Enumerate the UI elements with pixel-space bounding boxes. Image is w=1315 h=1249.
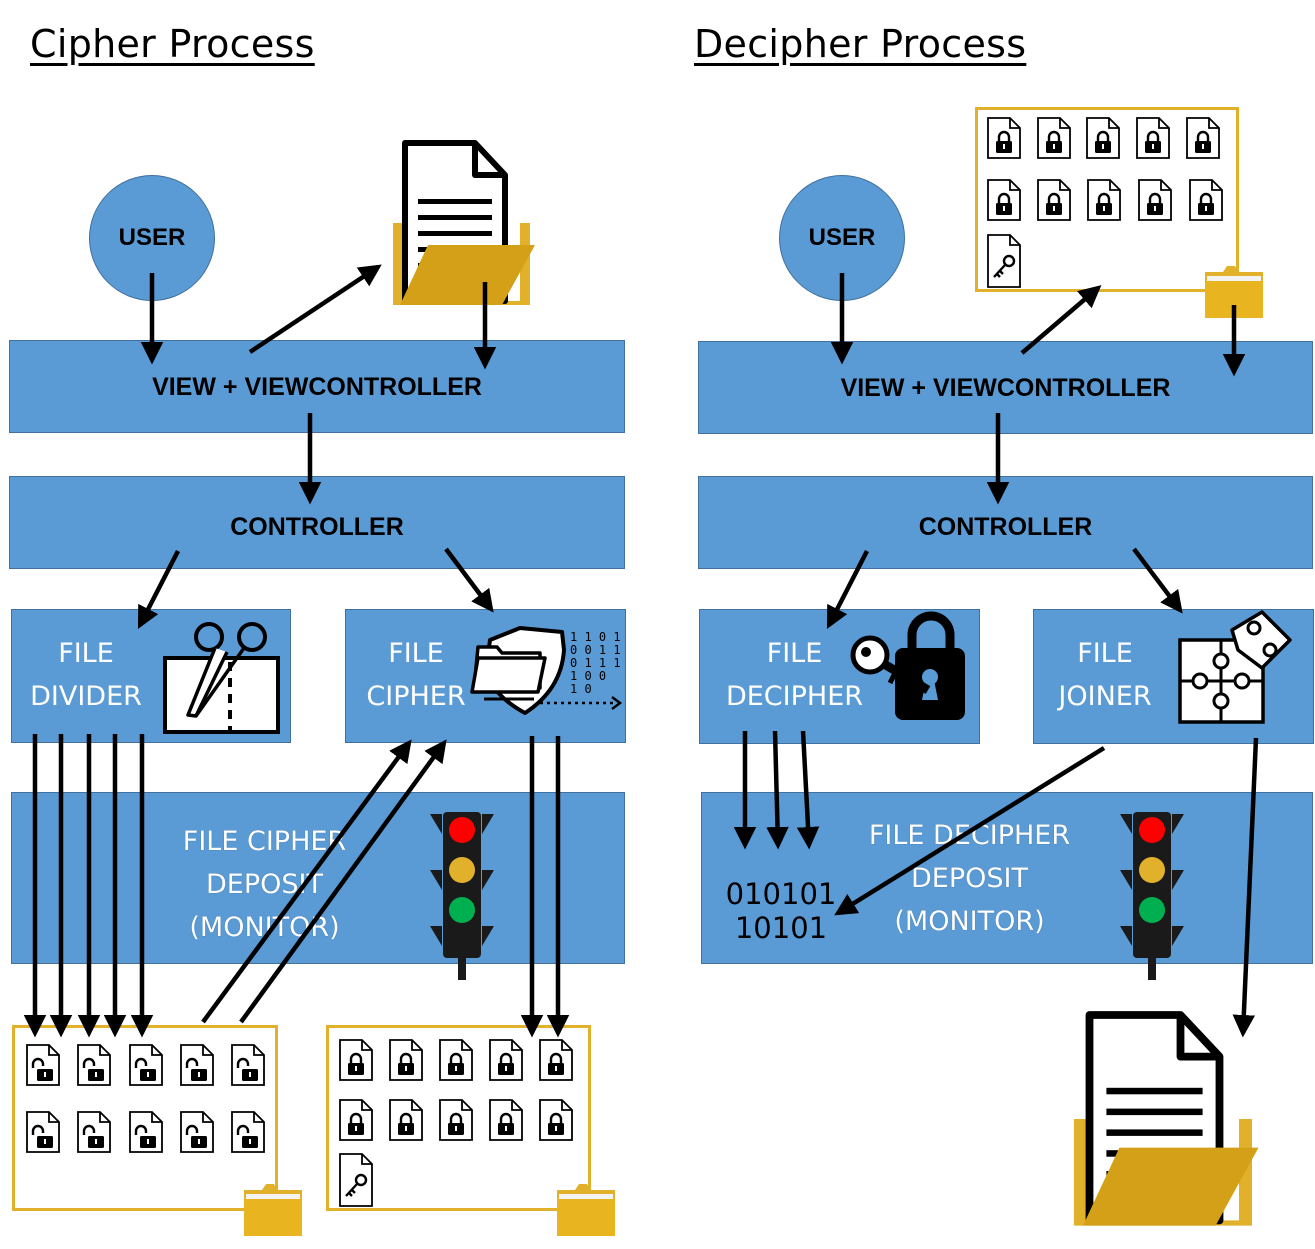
unlock-file-icon — [128, 1043, 164, 1087]
arrow-files-to-cipher-2 — [239, 739, 447, 1024]
unlock-file-icon — [25, 1043, 61, 1087]
decipher-monitor-line3: (MONITOR) — [894, 906, 1045, 937]
lock-file-icon — [1086, 178, 1122, 222]
decipher-view-bar: VIEW + VIEWCONTROLLER — [698, 341, 1313, 434]
file-divider-label: FILE DIVIDER — [14, 632, 158, 718]
lock-file-icon — [538, 1098, 574, 1142]
binary-icon-row5: 1 0 — [570, 682, 592, 696]
ciphered-files-icons — [338, 1038, 574, 1208]
lock-file-icon — [1185, 116, 1221, 160]
arrow-files-to-cipher-1 — [201, 739, 412, 1024]
scissors-icon — [163, 622, 280, 734]
lock-file-icon — [986, 178, 1022, 222]
cipher-view-label: VIEW + VIEWCONTROLLER — [152, 373, 482, 401]
file-divider-line1: FILE — [58, 638, 114, 669]
lock-file-icon — [388, 1098, 424, 1142]
key-file-icon — [986, 233, 1022, 289]
key-file-icon — [338, 1152, 374, 1208]
file-decipher-module: FILE DECIPHER — [699, 609, 980, 744]
unlock-file-icon — [25, 1110, 61, 1154]
unlock-file-icon — [128, 1110, 164, 1154]
cipher-monitor-line1: FILE CIPHER — [182, 826, 347, 857]
unlock-file-icon — [230, 1043, 266, 1087]
lock-file-icon — [1188, 178, 1224, 222]
file-decipher-line1: FILE — [766, 638, 823, 669]
binary-icon-row2: 0 0 1 1 — [570, 643, 621, 657]
arrow-controller-to-joiner — [1132, 547, 1183, 614]
decipher-controller-label: CONTROLLER — [918, 513, 1093, 541]
arrow-view-to-file — [248, 264, 382, 354]
binary-data: 010101 10101 — [722, 877, 840, 945]
unlock-file-icon — [76, 1043, 112, 1087]
cipher-controller-label: CONTROLLER — [230, 513, 404, 541]
arrow-decipher-down-3 — [796, 730, 820, 850]
file-cipher-label: FILE CIPHER — [356, 632, 476, 718]
unlock-file-icon — [179, 1110, 215, 1154]
decipher-monitor-bar: FILE DECIPHER DEPOSIT (MONITOR) 010101 1… — [701, 792, 1313, 964]
cipher-view-bar: VIEW + VIEWCONTROLLER — [9, 340, 625, 433]
decipher-view-label: VIEW + VIEWCONTROLLER — [840, 374, 1171, 402]
arrow-joiner-to-binary — [834, 746, 1106, 916]
lock-file-icon — [488, 1098, 524, 1142]
binary-icon-row1: 1 1 0 1 — [570, 630, 621, 644]
key-lock-icon — [850, 611, 965, 720]
lock-file-icon — [388, 1038, 424, 1082]
lock-file-icon — [1036, 116, 1072, 160]
file-decipher-line2: DECIPHER — [725, 681, 864, 712]
arrow-controller-to-divider — [137, 549, 181, 630]
file-joiner-line1: FILE — [1077, 638, 1133, 669]
decipher-monitor-label: FILE DECIPHER DEPOSIT (MONITOR) — [852, 814, 1087, 943]
ciphered-folder-icon — [557, 1184, 615, 1236]
binary-icon-row4: 1 0 0 — [570, 669, 606, 683]
decipher-user-label: USER — [808, 224, 876, 251]
unlock-file-icon — [230, 1110, 266, 1154]
binary-line2: 10101 — [734, 911, 828, 945]
divided-folder-icon — [244, 1184, 302, 1236]
file-cipher-line1: FILE — [388, 638, 444, 669]
binary-icon-row3: 0 1 1 1 — [570, 656, 621, 670]
binary-line1: 010101 — [725, 877, 837, 911]
decipher-traffic-light-icon — [1120, 812, 1184, 980]
lock-file-icon — [338, 1038, 374, 1082]
decipher-monitor-line2: DEPOSIT — [911, 863, 1028, 894]
cipher-arrows — [23, 264, 570, 1038]
cipher-user-label: USER — [118, 224, 186, 251]
lock-file-icon — [1036, 178, 1072, 222]
lock-file-icon — [338, 1098, 374, 1142]
cipher-title: Cipher Process — [30, 22, 315, 66]
output-file-icon — [1074, 1015, 1259, 1226]
arrow-controller-to-decipher — [826, 549, 870, 630]
arrow-joiner-to-output — [1232, 737, 1259, 1038]
arrow-dview-to-files — [1020, 285, 1102, 355]
binary-icon-text: 1 1 0 1 0 0 1 1 0 1 1 1 1 0 0 1 0 — [570, 630, 621, 696]
lock-file-icon — [1085, 116, 1121, 160]
lock-file-icon — [438, 1098, 474, 1142]
file-joiner-line2: JOINER — [1058, 681, 1152, 712]
file-decipher-label: FILE DECIPHER — [712, 632, 877, 718]
lock-file-icon — [1137, 178, 1173, 222]
arrow-decipher-down-2 — [766, 730, 789, 850]
unlock-file-icon — [76, 1110, 112, 1154]
lock-file-icon — [1135, 116, 1171, 160]
encrypted-files-icons — [986, 116, 1224, 289]
file-divider-line2: DIVIDER — [30, 681, 142, 712]
unlock-file-icon — [179, 1043, 215, 1087]
decipher-arrows — [733, 273, 1259, 1038]
file-cipher-line2: CIPHER — [366, 681, 466, 712]
shield-folder-icon — [470, 626, 623, 715]
puzzle-icon — [1178, 610, 1292, 724]
divided-files-icons — [25, 1043, 266, 1154]
lock-file-icon — [538, 1038, 574, 1082]
input-file-icon — [393, 143, 535, 305]
lock-file-icon — [438, 1038, 474, 1082]
lock-file-icon — [488, 1038, 524, 1082]
decipher-title: Decipher Process — [694, 22, 1027, 66]
decipher-monitor-line1: FILE DECIPHER — [868, 820, 1071, 851]
cipher-traffic-light-icon — [430, 812, 494, 980]
file-joiner-label: FILE JOINER — [1042, 632, 1168, 718]
lock-file-icon — [986, 116, 1022, 160]
arrow-controller-to-cipher — [444, 547, 494, 613]
